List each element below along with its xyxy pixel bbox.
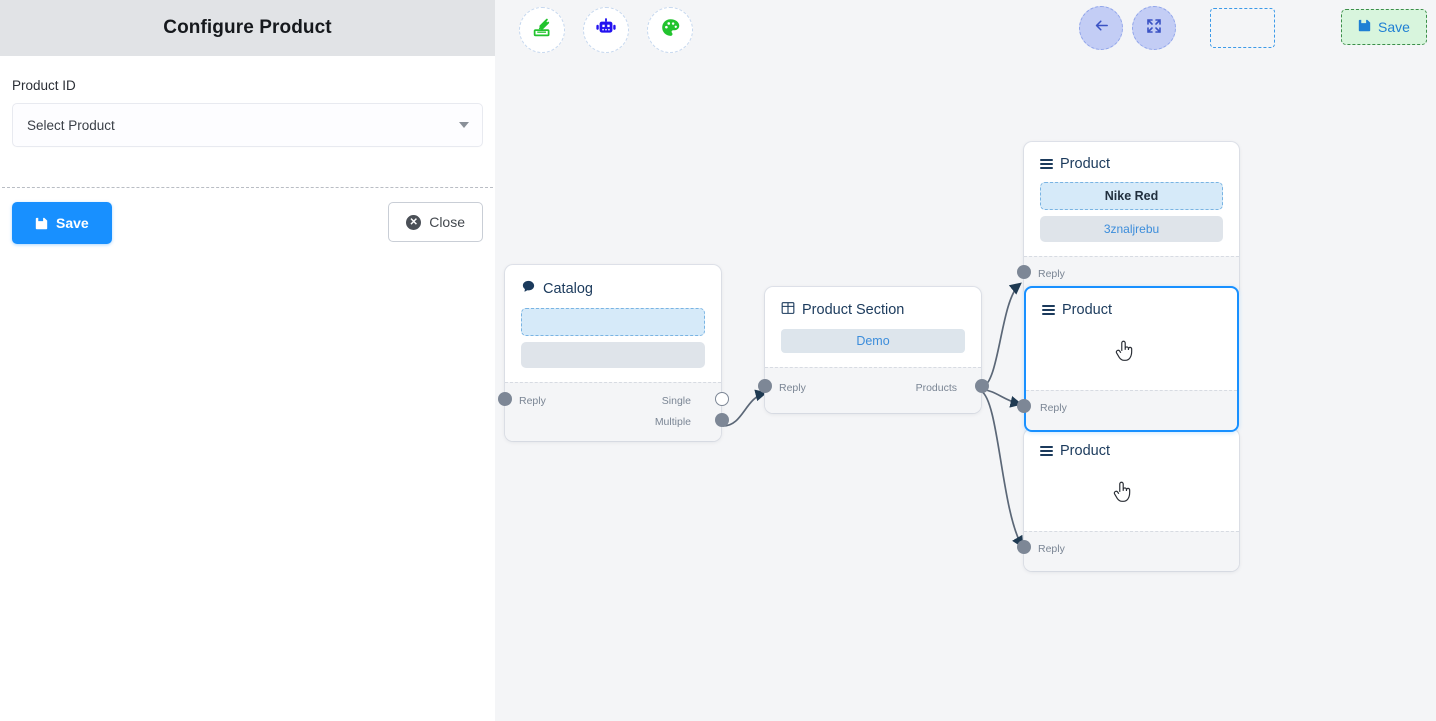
toolbar-stack-button[interactable] [519,7,565,53]
node-product-1-title: Product [1060,156,1110,172]
floppy-disk-icon [1358,19,1371,35]
grid-table-icon [781,301,795,319]
port-products-out[interactable] [975,379,989,393]
node-product-section[interactable]: Product Section Demo Reply Products [758,287,989,413]
select-value: Select Product [27,117,115,133]
product-id-label: Product ID [12,78,76,93]
panel-body: Product ID Select Product [0,56,495,187]
back-button[interactable] [1079,6,1123,50]
port-label-reply: Reply [1038,543,1065,555]
hamburger-icon [1042,305,1055,315]
node-catalog[interactable]: Catalog Reply Single Multiple [498,265,729,441]
toolbar-palette-button[interactable] [647,7,693,53]
stack-layers-icon [532,17,553,43]
panel-actions: Save ✕ Close [0,188,495,244]
node-catalog-title: Catalog [543,280,593,297]
chat-bubble-icon [521,279,536,298]
hamburger-icon [1040,159,1053,169]
save-button[interactable]: Save [12,202,112,244]
x-circle-icon: ✕ [406,214,422,230]
node-product-section-footer: Reply Products [758,367,989,413]
empty-toolbar-slot[interactable] [1210,8,1275,48]
chevron-down-icon [459,122,469,128]
arrow-left-icon [1093,17,1110,39]
save-button-label: Save [56,215,89,231]
node-product-1-header: Product [1024,142,1239,182]
port-reply-in[interactable] [1017,265,1031,279]
port-label-reply: Reply [519,395,546,407]
product-id-select[interactable]: Select Product [12,103,483,147]
catalog-placeholder-gray[interactable] [521,342,705,368]
node-product-2-footer: Reply [1017,390,1237,430]
node-catalog-header: Catalog [505,265,721,308]
port-label-products: Products [915,382,957,394]
node-product-3-header: Product [1024,429,1239,469]
fit-to-screen-button[interactable] [1132,6,1176,50]
catalog-placeholder-dashed[interactable] [521,308,705,336]
node-product-1-body: Nike Red 3znaljrebu [1024,182,1239,256]
node-product-3[interactable]: Product Reply [1017,429,1239,571]
flow-canvas[interactable]: Save Catalog Reply Single Multiple [495,0,1436,721]
port-multiple-out[interactable] [715,413,729,427]
port-label-single: Single [661,395,691,407]
port-reply-in[interactable] [1017,399,1031,413]
node-catalog-body [505,308,721,382]
canvas-save-label: Save [1378,19,1410,35]
port-reply-in[interactable] [758,379,772,393]
node-product-section-header: Product Section [765,287,981,329]
port-label-multiple: Multiple [654,416,691,428]
port-reply-in[interactable] [498,392,512,406]
node-catalog-footer: Reply Single Multiple [498,382,729,441]
port-label-reply: Reply [1038,268,1065,280]
panel-divider [2,187,493,188]
node-product-3-body [1024,469,1239,531]
panel-header: Configure Product [0,0,495,56]
node-product-section-title: Product Section [802,302,905,318]
robot-icon [595,17,617,44]
toolbar-bot-button[interactable] [583,7,629,53]
floppy-disk-icon [35,217,48,230]
hamburger-icon [1040,446,1053,456]
node-product-section-body: Demo [765,329,981,367]
pointer-hand-cursor [1112,338,1142,368]
node-product-3-footer: Reply [1017,531,1239,571]
palette-icon [660,17,681,43]
close-button[interactable]: ✕ Close [388,202,483,242]
configure-product-panel: Configure Product Product ID Select Prod… [0,0,495,721]
node-product-1[interactable]: Product Nike Red 3znaljrebu Reply [1017,142,1239,296]
product-item-secondary[interactable]: 3znaljrebu [1040,216,1223,242]
port-label-reply: Reply [779,382,806,394]
node-product-2-body [1026,328,1237,390]
node-product-3-title: Product [1060,443,1110,459]
product-item-primary[interactable]: Nike Red [1040,182,1223,210]
node-product-2-header: Product [1026,288,1237,328]
demo-chip[interactable]: Demo [781,329,965,353]
node-product-2-title: Product [1062,302,1112,318]
fit-to-screen-icon [1146,18,1162,39]
port-label-reply: Reply [1040,402,1067,414]
port-single-out[interactable] [715,392,729,406]
port-reply-in[interactable] [1017,540,1031,554]
close-button-label: Close [429,214,465,230]
page-title: Configure Product [163,17,332,38]
node-product-2[interactable]: Product Reply [1017,286,1239,432]
pointer-hand-cursor [1110,479,1140,509]
canvas-save-button[interactable]: Save [1341,9,1427,45]
